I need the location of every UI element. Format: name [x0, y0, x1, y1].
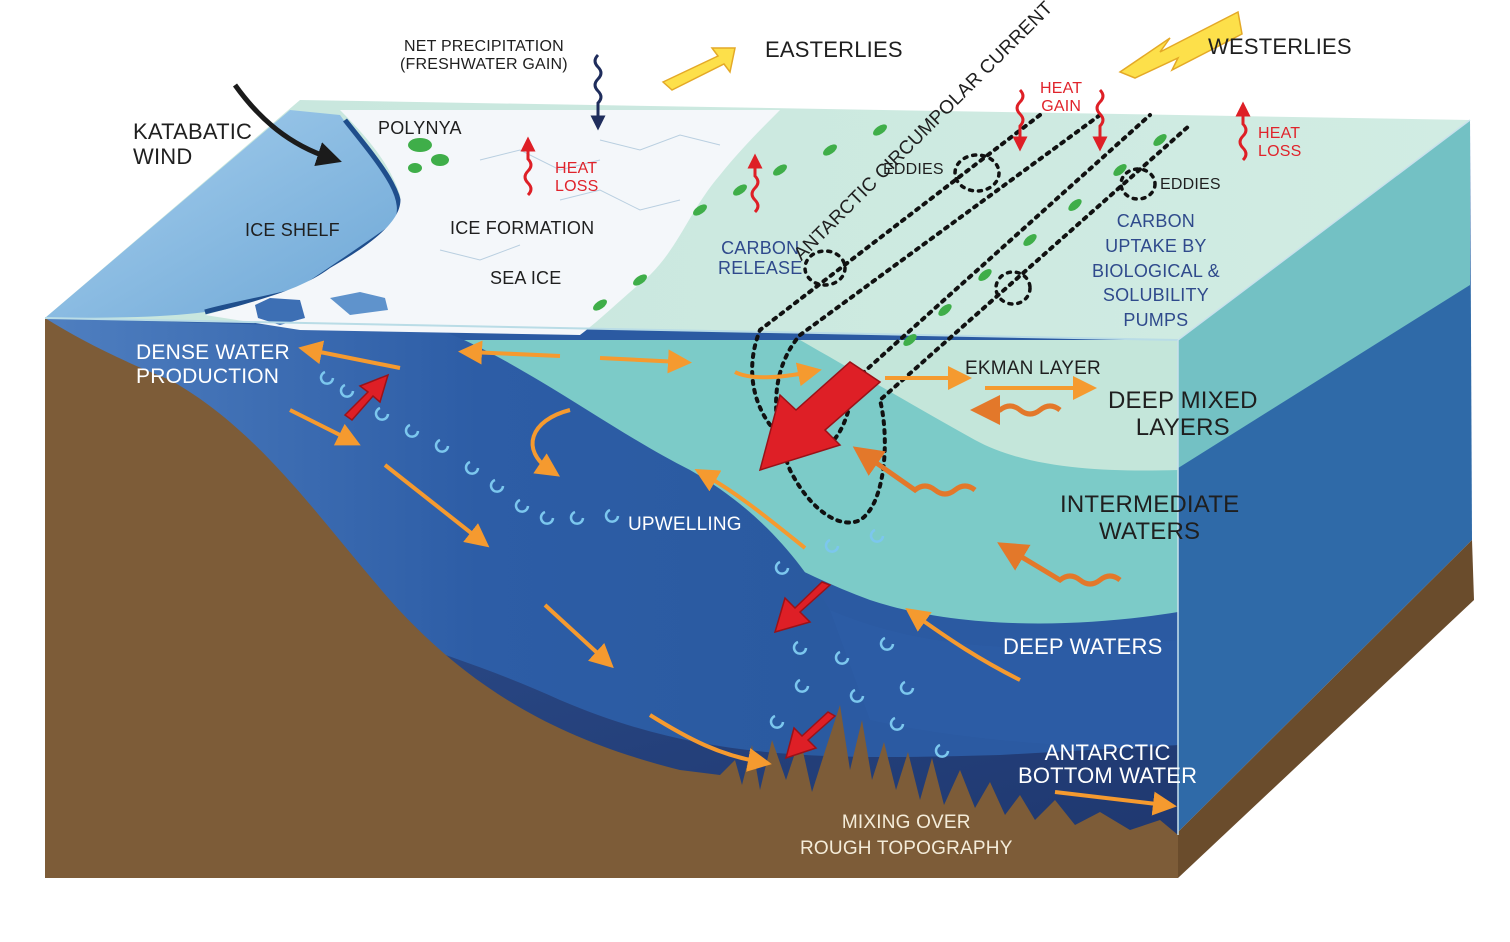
- easterlies-label: EASTERLIES: [765, 37, 903, 62]
- ice-floe: [255, 298, 305, 325]
- red-arrow-mid: [773, 581, 832, 634]
- heat-gain-arrow-2: [1092, 88, 1108, 152]
- westerlies-label: WESTERLIES: [1208, 34, 1352, 59]
- westerlies-arrow: [1118, 10, 1243, 79]
- deep-mixed-layers-label: DEEP MIXED LAYERS: [1108, 387, 1258, 441]
- orange-flow-arrows: [289, 340, 1177, 816]
- phytoplankton: [408, 124, 1167, 346]
- eddies: [803, 153, 1157, 306]
- carbon-uptake-label: CARBON UPTAKE BY BIOLOGICAL & SOLUBILITY…: [1092, 211, 1220, 331]
- ice-formation-label: ICE FORMATION: [450, 218, 595, 238]
- wavy-orange-arrows: [852, 395, 1122, 587]
- carbon-release-label: CARBON RELEASE: [718, 238, 803, 279]
- mixing-curls: [319, 370, 950, 758]
- easterlies-arrow: [661, 47, 736, 91]
- deep-water-band: [830, 610, 1178, 747]
- red-arrow-acc: [758, 361, 882, 472]
- ekman-layer-label: EKMAN LAYER: [965, 358, 1101, 379]
- katabatic-wind-arrow: [232, 83, 342, 167]
- precipitation-arrow: [590, 53, 606, 131]
- block-side-upper: [1175, 120, 1470, 470]
- ice-shelf-label: ICE SHELF: [245, 220, 340, 240]
- heat-loss-label-right: HEAT LOSS: [1258, 125, 1302, 160]
- mixing-label: MIXING OVER ROUGH TOPOGRAPHY: [800, 812, 1013, 859]
- heat-loss-arrow-mid: [747, 153, 763, 214]
- intermediate-waters-label: INTERMEDIATE WATERS: [1060, 491, 1240, 545]
- red-arrow-shelf: [343, 373, 390, 422]
- sea-ice-cracks: [439, 134, 721, 261]
- surface-front-edge: [44, 317, 1179, 341]
- seabed: [45, 318, 1178, 878]
- heat-gain-arrow-1: [1012, 88, 1028, 152]
- block-side-seabed: [1175, 540, 1474, 878]
- red-downwelling-arrows: [343, 361, 882, 760]
- heat-loss-arrow-right: [1235, 101, 1251, 162]
- net-precipitation-label: NET PRECIPITATION (FRESHWATER GAIN): [400, 38, 568, 73]
- dense-water-label: DENSE WATER PRODUCTION: [136, 341, 290, 388]
- ice-floe: [330, 292, 388, 315]
- upwelling-label: UPWELLING: [628, 514, 742, 535]
- heat-gain-label: HEAT GAIN: [1040, 80, 1083, 115]
- heat-loss-label-left: HEAT LOSS: [555, 160, 599, 195]
- antarctic-bottom-water-label: ANTARCTIC BOTTOM WATER: [1018, 740, 1198, 789]
- sea-ice-label: SEA ICE: [490, 268, 562, 288]
- deep-waters-label: DEEP WATERS: [1003, 634, 1163, 659]
- box-outline: [1177, 119, 1471, 835]
- eddies-label-left: EDDIES: [883, 161, 944, 178]
- polynya-label: POLYNYA: [378, 118, 462, 138]
- red-arrow-low: [784, 711, 837, 760]
- katabatic-wind-label: KATABATIC WIND: [133, 119, 253, 169]
- eddies-label-right: EDDIES: [1160, 176, 1221, 193]
- heat-loss-arrow-left: [520, 136, 536, 197]
- ice-shelf: [45, 110, 399, 318]
